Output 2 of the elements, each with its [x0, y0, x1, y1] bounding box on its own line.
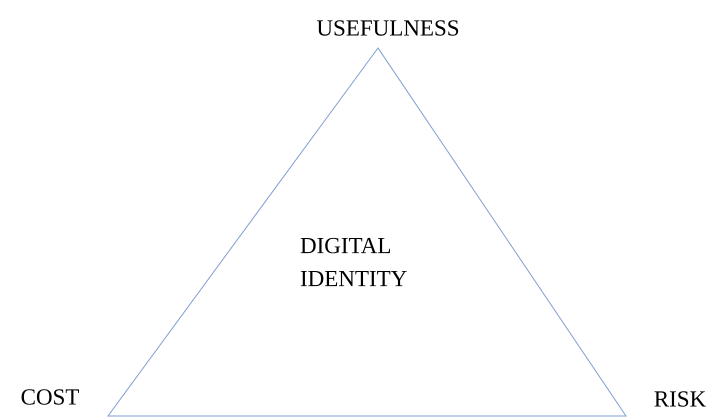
vertex-label: COST	[22, 389, 80, 405]
vertex-label: RISK	[654, 391, 706, 407]
